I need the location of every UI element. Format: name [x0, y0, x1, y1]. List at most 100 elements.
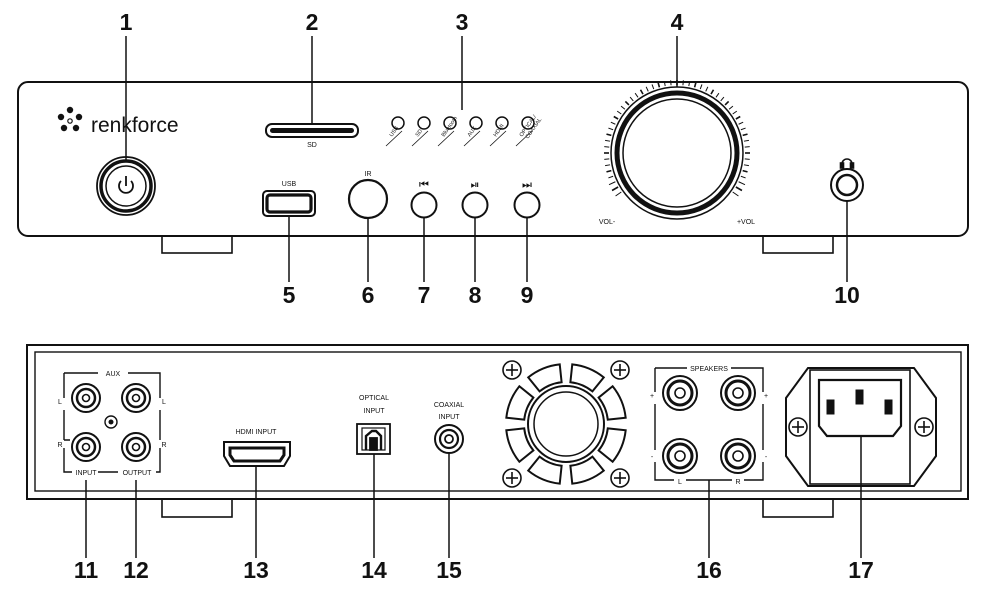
volume-tick [743, 134, 748, 135]
callout-number: 5 [283, 282, 296, 308]
volume-tick [711, 90, 714, 94]
speaker-right-label: R [735, 479, 740, 486]
usb-label: USB [282, 181, 297, 188]
speaker-terminal[interactable] [663, 439, 697, 473]
rca-jack[interactable] [72, 384, 100, 412]
volume-tick [614, 117, 618, 120]
next-button[interactable] [515, 193, 540, 218]
callout-number: 6 [362, 282, 375, 308]
aux-input-left-label: L [58, 399, 62, 406]
hdmi-port[interactable] [224, 442, 290, 466]
callout-number: 1 [120, 9, 133, 35]
coaxial-port[interactable] [435, 425, 463, 453]
callout-number: 10 [834, 282, 860, 308]
source-indicators [392, 117, 534, 129]
speaker-terminal[interactable] [663, 376, 697, 410]
volume-tick [658, 82, 659, 87]
rear-foot-left [162, 499, 232, 517]
volume-tick [706, 87, 708, 92]
coaxial-label-line2: INPUT [439, 414, 461, 421]
speaker-right-minus: - [765, 454, 768, 461]
rca-jack[interactable] [72, 433, 100, 461]
aux-output-left-label: L [162, 399, 166, 406]
aux-input-label: INPUT [76, 470, 98, 477]
volume-tick [741, 176, 746, 178]
rca-jack[interactable] [122, 384, 150, 412]
fan-screw-icon [503, 361, 521, 379]
fan-vent [503, 361, 629, 487]
source-indicator-label: HDMI [493, 123, 506, 138]
sd-card-slot[interactable] [266, 124, 358, 137]
volume-tick [700, 84, 702, 89]
previous-icon: ⏮ [419, 179, 429, 191]
play-pause-button[interactable] [463, 193, 488, 218]
speaker-left-label: L [678, 479, 682, 486]
callout-number: 12 [123, 557, 149, 583]
volume-tick [733, 192, 739, 196]
fan-inner-ring2 [534, 392, 598, 456]
volume-tick [646, 87, 648, 92]
callout-number: 14 [361, 557, 387, 583]
volume-tick [739, 182, 745, 185]
volume-tick [744, 140, 749, 141]
volume-tick [641, 90, 644, 94]
fan-screw-icon [611, 361, 629, 379]
volume-tick [733, 111, 737, 114]
volume-tick [608, 128, 613, 130]
volume-tick [621, 106, 625, 109]
volume-tick [635, 93, 638, 97]
callout-number: 8 [469, 282, 482, 308]
optical-label-line1: OPTICAL [359, 395, 389, 402]
volume-knob[interactable] [611, 87, 743, 219]
usb-port[interactable] [263, 191, 315, 216]
headphone-jack[interactable] [831, 169, 863, 201]
power-inlet-screw-right [915, 418, 933, 436]
front-panel-body [18, 82, 968, 236]
volume-tick [630, 97, 633, 101]
fan-screw-icon [503, 469, 521, 487]
volume-tick [608, 176, 613, 178]
speaker-terminals [663, 376, 755, 473]
volume-tick [609, 182, 615, 185]
callout-number: 7 [418, 282, 431, 308]
volume-tick [743, 171, 748, 172]
aux-input-right-label: R [57, 442, 62, 449]
speaker-left-plus: + [650, 393, 654, 400]
source-indicator-label: USB [389, 125, 401, 138]
aux-label: AUX [106, 371, 121, 378]
aux-output-right-label: R [161, 442, 166, 449]
speaker-left-minus: - [651, 454, 654, 461]
callout-number: 2 [306, 9, 319, 35]
rear-panel-inner [35, 352, 961, 491]
optical-port[interactable] [357, 424, 390, 454]
speaker-right-plus: + [764, 393, 768, 400]
callout-number: 11 [74, 557, 99, 583]
power-inlet-screw-left [789, 418, 807, 436]
callout-number: 9 [521, 282, 534, 308]
hdmi-input-label: HDMI INPUT [236, 429, 278, 436]
front-foot-right [763, 236, 833, 253]
volume-tick [721, 97, 724, 101]
callout-number: 4 [671, 9, 684, 35]
source-indicator-label: AUX [467, 125, 479, 138]
volume-plus-label: +VOL [737, 219, 755, 226]
aux-screw-icon [105, 416, 117, 428]
volume-tick [605, 140, 610, 141]
rear-foot-right [763, 499, 833, 517]
speaker-terminal[interactable] [721, 439, 755, 473]
volume-tick [617, 111, 621, 114]
ir-sensor [349, 180, 387, 218]
ir-label: IR [365, 171, 372, 178]
source-indicator-label: SD [415, 128, 424, 138]
volume-tick [606, 134, 611, 135]
power-button[interactable] [97, 157, 155, 215]
optical-label-line2: INPUT [364, 408, 386, 415]
brand-name: renkforce [91, 114, 179, 137]
previous-button[interactable] [412, 193, 437, 218]
rca-jack[interactable] [122, 433, 150, 461]
speaker-terminal[interactable] [721, 376, 755, 410]
